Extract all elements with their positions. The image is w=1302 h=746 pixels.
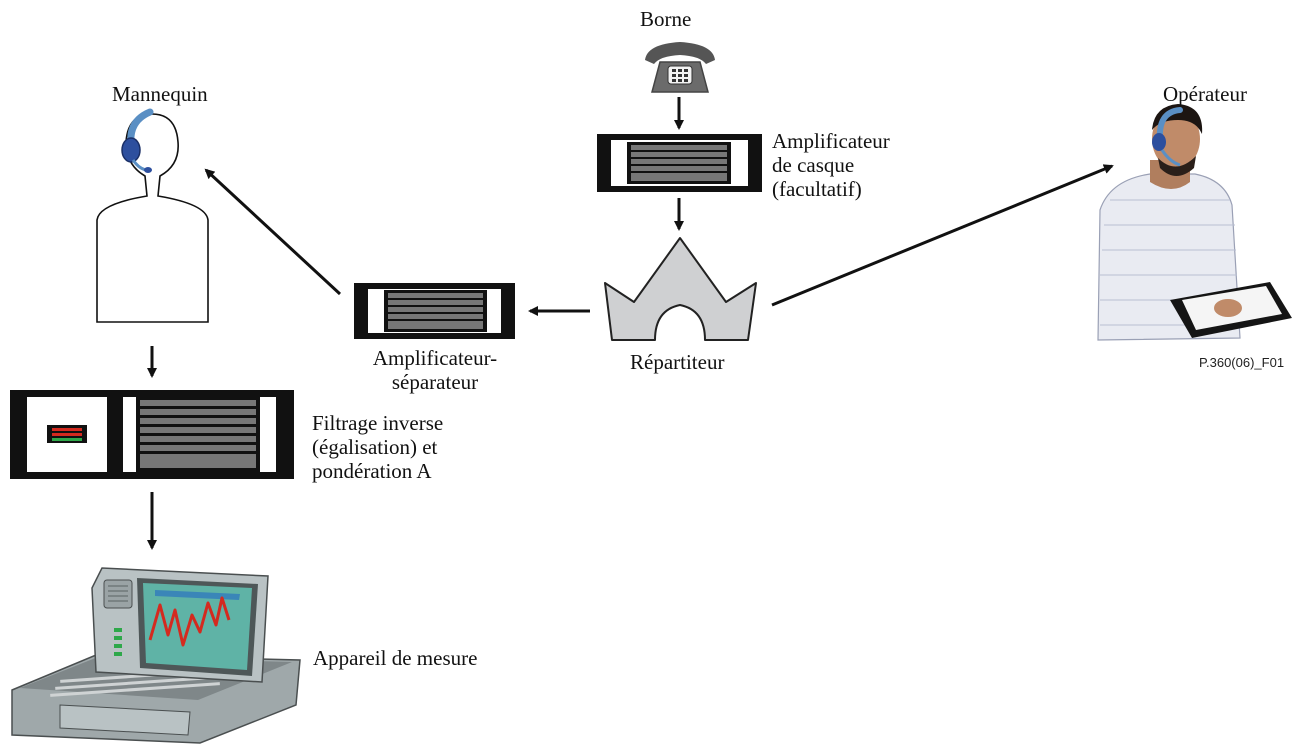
label-amplificateur-separateur-line-2: séparateur <box>391 370 479 394</box>
label-filtrage-line-3: pondération A <box>312 459 432 483</box>
telephone-icon <box>645 42 715 93</box>
buffer-amplifier-device <box>354 283 515 339</box>
operator-figure <box>1097 104 1292 341</box>
label-filtrage-line-2: (égalisation) et <box>312 435 438 459</box>
label-repartiteur: Répartiteur <box>630 350 725 374</box>
label-operateur: Opérateur <box>1163 82 1247 106</box>
label-amplificateur-casque-line-1: Amplificateur <box>772 129 890 153</box>
label-amplificateur-separateur: Amplificateur- séparateur <box>360 346 510 394</box>
equalizer-device <box>10 390 294 479</box>
arrow-splitter-to-operator <box>771 164 1114 307</box>
label-appareil-de-mesure: Appareil de mesure <box>313 646 478 670</box>
label-amplificateur-separateur-line-1: Amplificateur- <box>372 346 498 370</box>
arrow-buffer-to-mannequin <box>204 168 342 296</box>
label-filtrage: Filtrage inverse (égalisation) et pondér… <box>312 411 443 483</box>
label-amplificateur-casque-line-2: de casque <box>772 153 855 177</box>
splitter-shape <box>604 237 757 341</box>
headset-amplifier-device <box>597 134 762 192</box>
label-amplificateur-casque: Amplificateur de casque (facultatif) <box>772 129 890 201</box>
figure-id: P.360(06)_F01 <box>1199 355 1285 370</box>
label-amplificateur-casque-line-3: (facultatif) <box>772 177 862 201</box>
label-filtrage-line-1: Filtrage inverse <box>312 411 444 435</box>
laptop-measuring-device <box>11 567 301 744</box>
label-borne: Borne <box>640 7 692 31</box>
mannequin-figure <box>96 108 209 323</box>
label-mannequin: Mannequin <box>112 82 208 106</box>
headset-icon <box>121 108 154 173</box>
